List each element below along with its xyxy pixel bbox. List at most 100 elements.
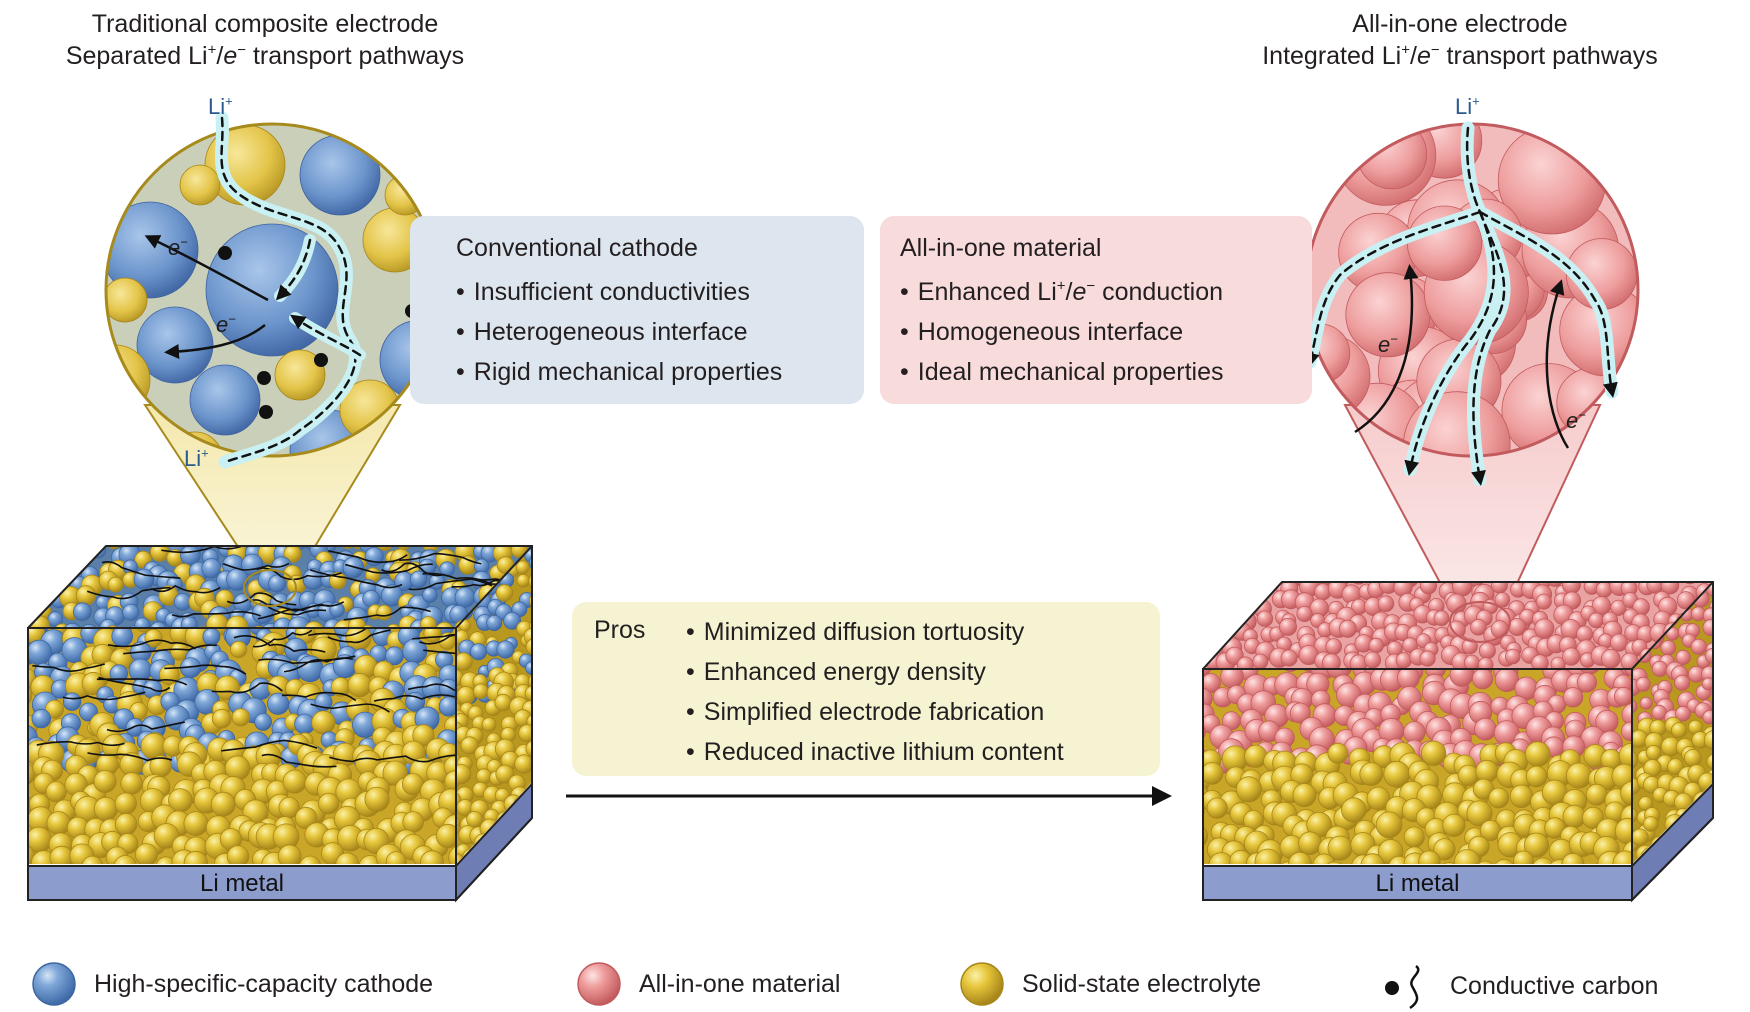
all-in-one-particle bbox=[1675, 649, 1691, 666]
zoom-spot-right bbox=[1449, 601, 1511, 643]
electrolyte-particle bbox=[1632, 828, 1649, 847]
cathode-particle bbox=[28, 605, 32, 625]
cathode-particle bbox=[79, 624, 99, 628]
all-in-one-particle bbox=[1472, 669, 1494, 690]
all-in-one-particle bbox=[1244, 592, 1260, 608]
electrolyte-particle bbox=[311, 710, 336, 735]
all-in-one-particle bbox=[1212, 582, 1233, 602]
all-in-one-particle bbox=[1228, 565, 1244, 581]
conductive-carbon-strand bbox=[423, 649, 456, 655]
all-in-one-particle bbox=[1583, 564, 1599, 580]
legend-label: All-in-one material bbox=[639, 969, 841, 998]
electrolyte-particle bbox=[374, 546, 395, 551]
electrolyte-particle bbox=[1706, 753, 1713, 771]
conductive-carbon-strand bbox=[221, 739, 318, 752]
legend-item-all-in-one: All-in-one material bbox=[575, 960, 840, 1008]
electrolyte-particle bbox=[456, 686, 476, 705]
electrolyte-particle bbox=[456, 821, 460, 838]
all-in-one-particle bbox=[1534, 618, 1555, 639]
all-in-one-particle bbox=[1419, 650, 1436, 667]
electrolyte-particle bbox=[1667, 758, 1684, 775]
all-in-one-particle bbox=[1701, 582, 1713, 583]
electrolyte-particle bbox=[106, 277, 148, 323]
all-in-one-particle bbox=[1211, 594, 1231, 614]
electrolyte-particle bbox=[516, 574, 531, 588]
electrolyte-particle bbox=[1359, 762, 1384, 786]
electrolyte-particle bbox=[1203, 826, 1208, 847]
all-in-one-particle bbox=[1667, 565, 1682, 580]
conventional-cathode-panel: Conventional cathode Insufficient conduc… bbox=[410, 216, 864, 404]
cathode-particle bbox=[133, 568, 155, 590]
electrolyte-particle bbox=[114, 792, 137, 815]
pros-item: Simplified electrode fabrication bbox=[686, 692, 1064, 732]
electrolyte-particle bbox=[274, 349, 326, 401]
conductive-carbon-strand bbox=[281, 691, 357, 702]
all-in-one-particle bbox=[1336, 582, 1353, 583]
electrolyte-particle bbox=[210, 791, 236, 817]
electrolyte-particle bbox=[403, 546, 423, 547]
electrolyte-particle bbox=[1509, 784, 1534, 809]
electrolyte-particle bbox=[518, 724, 532, 743]
electrolyte-particle bbox=[28, 559, 42, 580]
electrolyte-particle bbox=[1693, 851, 1712, 864]
all-in-one-particle bbox=[1610, 599, 1627, 616]
cathode-particle bbox=[50, 546, 71, 555]
all-in-one-particle bbox=[1396, 669, 1420, 690]
electrolyte-particle bbox=[524, 685, 532, 702]
cathode-particle bbox=[90, 546, 107, 559]
cathode-particle bbox=[202, 628, 221, 646]
yellow-sphere-icon bbox=[960, 962, 1004, 1006]
all-in-one-particle bbox=[1211, 582, 1229, 587]
conductive-carbon-strand bbox=[211, 682, 283, 694]
conductive-carbon-strand bbox=[96, 678, 188, 686]
conductive-carbon-strand bbox=[308, 628, 372, 637]
li-metal-label-left: Li metal bbox=[199, 870, 285, 897]
cathode-particle bbox=[266, 692, 290, 715]
all-in-one-particle bbox=[1682, 582, 1698, 585]
electrolyte-particle bbox=[529, 825, 532, 843]
conductive-carbon-strand bbox=[226, 592, 297, 606]
electrolyte-particle bbox=[120, 772, 143, 795]
electrolyte-particle bbox=[28, 546, 40, 548]
all-in-one-particle bbox=[1203, 669, 1212, 677]
right-title-line1: All-in-one electrode bbox=[1352, 10, 1568, 38]
electrolyte-particle bbox=[1433, 838, 1456, 861]
all-in-one-particle bbox=[1203, 609, 1219, 628]
electrolyte-particle bbox=[28, 763, 36, 785]
all-in-one-particle bbox=[1204, 618, 1225, 639]
all-in-one-particle bbox=[1296, 605, 1313, 623]
electrolyte-particle bbox=[144, 629, 163, 648]
conductive-carbon-strand bbox=[164, 664, 247, 675]
conductive-carbon-strand bbox=[419, 633, 456, 645]
conductive-carbon-strand bbox=[87, 752, 173, 762]
conductive-carbon-strand bbox=[233, 635, 326, 653]
electrolyte-particle bbox=[435, 823, 456, 849]
legend-label: High-specific-capacity cathode bbox=[94, 969, 434, 998]
electrolyte-particle bbox=[1632, 821, 1634, 840]
all-in-one-item: Enhanced Li+/e− conduction bbox=[900, 272, 1224, 312]
cathode-particle bbox=[31, 708, 52, 729]
legend-label: Conductive carbon bbox=[1450, 971, 1659, 1000]
pink-sphere-icon bbox=[577, 962, 621, 1006]
electrolyte-particle bbox=[75, 585, 97, 606]
electrolyte-particle bbox=[347, 672, 372, 698]
legend-item-carbon: Conductive carbon bbox=[1378, 960, 1658, 1012]
all-in-one-particle bbox=[1253, 564, 1269, 580]
all-in-one-particle bbox=[1546, 582, 1564, 587]
conductive-carbon-strand bbox=[374, 694, 456, 702]
cathode-particle bbox=[134, 546, 153, 547]
electrolyte-particle bbox=[1700, 849, 1713, 864]
electrolyte-particle bbox=[1203, 803, 1205, 817]
electrolyte-particle bbox=[45, 781, 67, 803]
all-in-one-particle bbox=[1524, 582, 1545, 583]
all-in-one-particle bbox=[1205, 582, 1222, 590]
electrolyte-particle bbox=[277, 844, 302, 864]
electrolyte-particle bbox=[1632, 737, 1635, 755]
electrolyte-particle bbox=[37, 546, 54, 551]
all-in-one-particle bbox=[1649, 564, 1666, 581]
electrolyte-particle bbox=[1620, 780, 1632, 806]
electrolyte-particle bbox=[494, 693, 512, 712]
left-title-line1: Traditional composite electrode bbox=[91, 10, 439, 38]
conductive-carbon-strand bbox=[309, 569, 403, 589]
electrolyte-particle bbox=[64, 546, 81, 563]
